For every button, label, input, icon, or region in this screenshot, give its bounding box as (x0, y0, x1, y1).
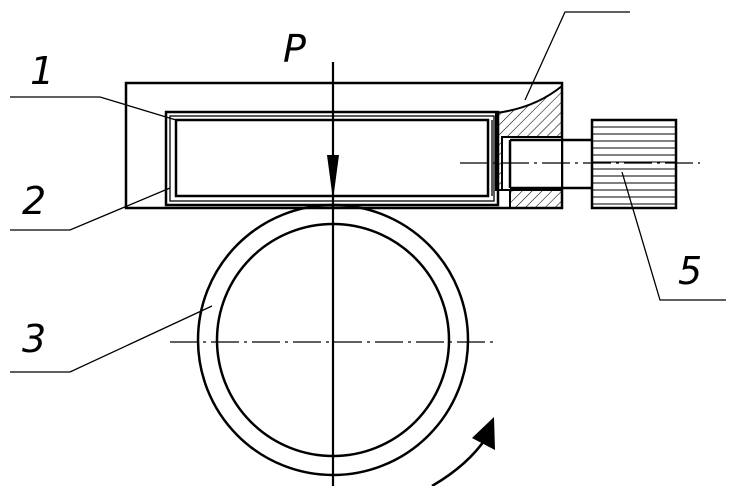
label-force-p: P (283, 27, 306, 71)
label-part-2: 2 (22, 179, 46, 223)
leader-2 (10, 187, 171, 231)
adjusting-screw-part-5 (460, 118, 700, 210)
leader-1 (10, 96, 177, 121)
leader-5 (621, 171, 726, 301)
rotation-arrow (431, 417, 495, 486)
label-part-5: 5 (678, 249, 702, 293)
force-arrowhead (327, 155, 339, 200)
leader-lines (10, 11, 726, 373)
label-part-1: 1 (30, 49, 54, 93)
force-arrow (327, 62, 339, 486)
knurled-knob (590, 118, 678, 210)
leader-3 (10, 305, 213, 373)
rotation-arrowhead (472, 417, 495, 450)
label-part-3: 3 (22, 317, 46, 361)
leader-top (524, 11, 630, 101)
knurling-lines (592, 126, 676, 205)
rotation-arc (431, 437, 488, 486)
